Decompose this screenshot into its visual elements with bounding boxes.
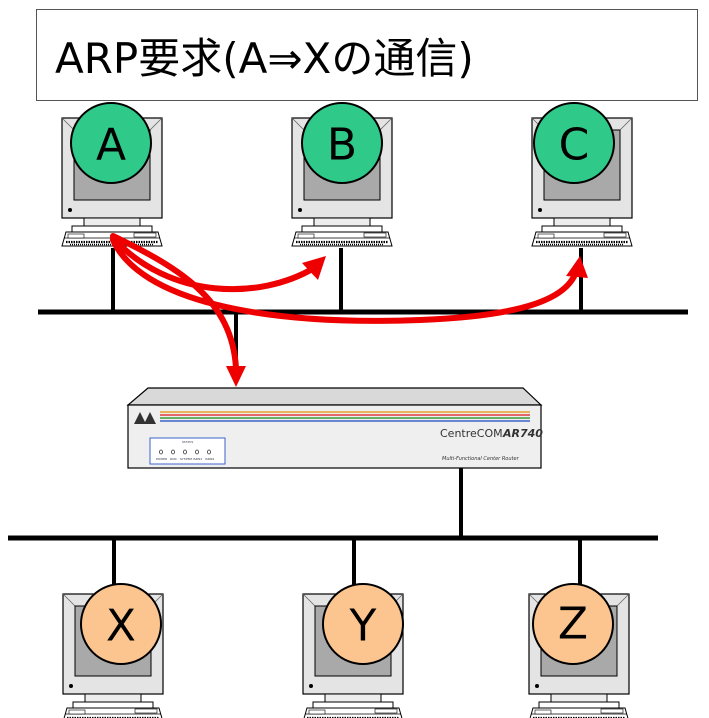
node-c: C — [533, 102, 615, 184]
node-y-label: Y — [349, 601, 377, 652]
node-z-label: Z — [558, 599, 588, 650]
led-label-system: SYSTEM — [180, 457, 192, 461]
node-c-circle — [533, 102, 615, 184]
router-subtitle: Multi-Functional Center Router — [442, 456, 520, 462]
node-b: B — [301, 102, 383, 184]
led-label-isdn1: ISDN1 — [193, 457, 202, 461]
node-y: Y — [322, 583, 404, 665]
node-b-label: B — [327, 120, 357, 171]
router-logo-icon — [134, 412, 156, 424]
arrow-a-to-b — [110, 235, 317, 293]
node-x: X — [80, 583, 162, 665]
node-a: A — [70, 102, 152, 184]
node-c-label: C — [559, 120, 590, 171]
router-brand: CentreCOM — [440, 427, 503, 440]
node-y-circle — [322, 583, 404, 665]
led-label-power: POWER — [156, 457, 167, 461]
arrowhead-c-icon — [566, 256, 588, 278]
arrow-a-to-router — [110, 233, 239, 371]
node-x-circle — [80, 583, 162, 665]
led-label-run: RUN — [170, 457, 177, 461]
diagram-title: ARP要求(A⇒Xの通信) — [55, 33, 474, 83]
diagram-title-box: ARP要求(A⇒Xの通信) — [36, 9, 698, 101]
router-ar740: CentreCOM AR740 Multi-Functional Center … — [126, 387, 543, 469]
node-b-circle — [301, 102, 383, 184]
led-label-isdn2: ISDN2 — [205, 457, 214, 461]
node-z: Z — [532, 583, 614, 665]
router-top-face — [126, 387, 543, 406]
router-status-label: STATUS — [182, 440, 193, 444]
router-led-group: POWER RUN SYSTEM ISDN1 ISDN2 — [156, 449, 214, 461]
arrow-heads — [226, 256, 588, 387]
arp-broadcast-arrows — [110, 233, 579, 371]
router-model: AR740 — [502, 427, 543, 440]
node-x-label: X — [106, 601, 136, 652]
arrowhead-b-icon — [302, 256, 326, 280]
arrow-a-to-c — [110, 237, 579, 324]
node-a-label: A — [96, 120, 126, 171]
node-z-circle — [532, 583, 614, 665]
arrowhead-router-icon — [226, 366, 246, 387]
node-a-circle — [70, 102, 152, 184]
